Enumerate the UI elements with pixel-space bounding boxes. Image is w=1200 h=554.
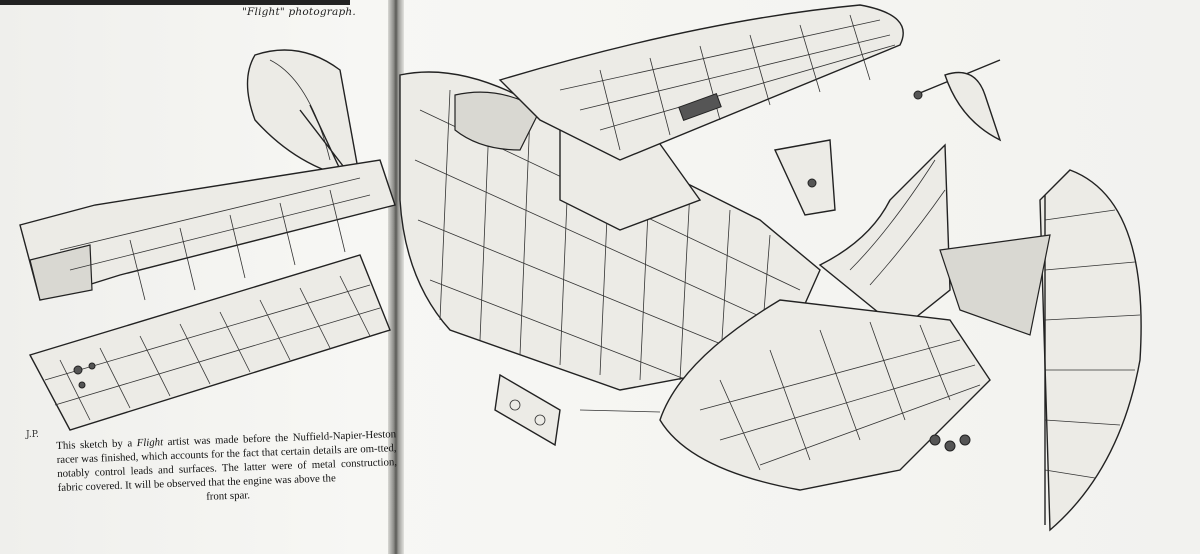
previous-photo-edge: [0, 0, 350, 5]
caption-prefix: This sketch by a: [56, 437, 137, 452]
wing-rib-structure-sketch: [28, 254, 391, 431]
nose-cone-sketch: [246, 49, 361, 181]
elevator-hinge-sketch: [939, 234, 1051, 336]
spar-detail-inset: [494, 373, 661, 447]
rudder-sketch: [1039, 169, 1142, 532]
tailplane-sketch: [659, 299, 991, 491]
photo-credit: "Flight" photograph.: [242, 6, 356, 18]
figure-caption: This sketch by a Flight artist was made …: [56, 427, 398, 509]
fitting-detail-inset: [773, 139, 836, 216]
artist-initials: J.P.: [26, 430, 39, 440]
main-wing-sketch: [498, 4, 904, 161]
caption-magazine-name: Flight: [136, 436, 164, 450]
hinge-detail-inset: [913, 59, 1002, 142]
tail-fin-sketch: [818, 143, 951, 331]
wing-upper-panel-sketch: [19, 159, 396, 301]
